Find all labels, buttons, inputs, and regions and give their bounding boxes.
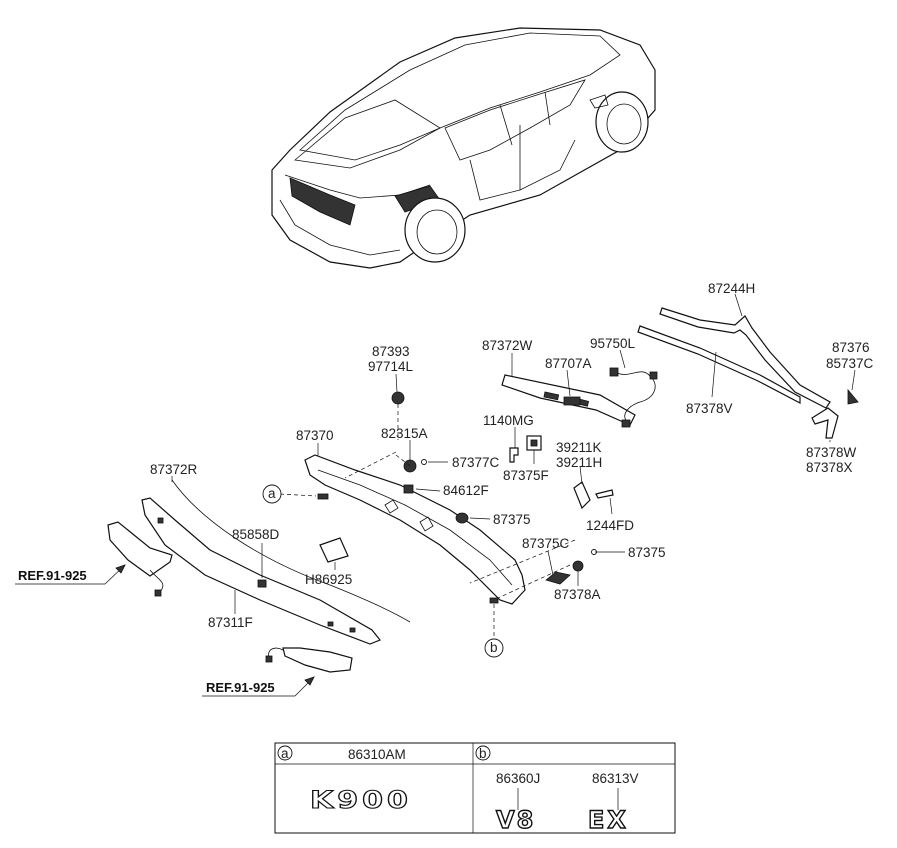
label-97714L: 97714L [368, 359, 414, 374]
label-85858D: 85858D [232, 527, 280, 542]
label-87378V: 87378V [686, 401, 733, 416]
grommet-87378A [572, 560, 584, 572]
panel-87370 [304, 454, 526, 605]
garnish-87311F [141, 497, 381, 645]
label-87372W: 87372W [482, 338, 533, 353]
label-87244H: 87244H [708, 281, 755, 296]
emblem-v8: V8 [496, 806, 535, 834]
ref-left-marker [15, 564, 126, 585]
emblem-ex: EX [588, 806, 629, 834]
pad-H86925 [319, 537, 349, 563]
clip-87376 [847, 388, 859, 405]
label-39211H: 39211H [556, 455, 602, 470]
label-87378X: 87378X [806, 460, 853, 475]
dashed-links [279, 404, 576, 636]
label-H86925: H86925 [305, 572, 352, 587]
grommet-87375 [455, 512, 469, 524]
weatherstrip-87244H [659, 307, 831, 409]
label-87707A: 87707A [545, 356, 592, 371]
table-a-marker: a [281, 746, 289, 761]
ref-bottom-label: REF.91-925 [206, 680, 275, 695]
moulding-87378V [637, 325, 801, 404]
label-84612F: 84612F [443, 483, 489, 498]
bracket-39211K [573, 481, 591, 510]
label-39211K: 39211K [556, 440, 602, 455]
moulding-87372R [171, 479, 411, 623]
harness-95750L [614, 371, 656, 424]
callout-b-label: b [490, 640, 498, 655]
fastener-87375C [545, 571, 571, 585]
table-b-part1: 86360J [496, 771, 540, 786]
clip-87707A [563, 396, 581, 406]
label-87375-b: 87375 [628, 545, 666, 560]
label-87375F: 87375F [503, 468, 549, 483]
lamp-left [107, 521, 173, 577]
emblem-k900: K900 [310, 787, 412, 814]
callout-a-circle [262, 484, 282, 504]
leader-lines [171, 293, 856, 614]
label-87378A: 87378A [554, 587, 601, 602]
emblem-table: a 86310AM K900 b 86360J 86313V V8 EX [274, 742, 676, 835]
label-1140MG: 1140MG [483, 413, 534, 428]
lamp-bottom [282, 647, 353, 673]
ref-left-label: REF.91-925 [18, 568, 87, 583]
grommet-87393 [391, 391, 405, 405]
label-87375-a: 87375 [493, 512, 531, 527]
label-87311F: 87311F [208, 615, 253, 630]
table-b-part2: 86313V [592, 771, 639, 786]
screw-1244FD [595, 489, 614, 499]
label-87377C: 87377C [452, 455, 500, 470]
label-82315A: 82315A [381, 426, 428, 441]
label-87372R: 87372R [150, 462, 198, 477]
clip-84612F [403, 484, 414, 494]
label-87378W: 87378W [806, 445, 857, 460]
clip-85858D [257, 579, 267, 588]
callout-a-label: a [268, 486, 276, 501]
ref-bottom-marker [202, 676, 315, 697]
label-87375C: 87375C [522, 536, 570, 551]
table-b-marker: b [479, 746, 487, 761]
table-a-part: 86310AM [348, 747, 406, 762]
car-illustration [271, 27, 656, 269]
label-87376: 87376 [832, 340, 870, 355]
label-87393: 87393 [372, 344, 410, 359]
bolt-1140MG [509, 447, 519, 463]
label-87370: 87370 [296, 428, 334, 443]
label-95750L: 95750L [590, 336, 636, 351]
label-1244FD: 1244FD [586, 518, 634, 533]
labels: 87244H 87393 97714L 87372W 95750L 87707A… [18, 281, 874, 695]
callout-b-circle [484, 638, 504, 658]
moulding-87378W [811, 407, 839, 439]
label-85737C: 85737C [826, 356, 874, 371]
